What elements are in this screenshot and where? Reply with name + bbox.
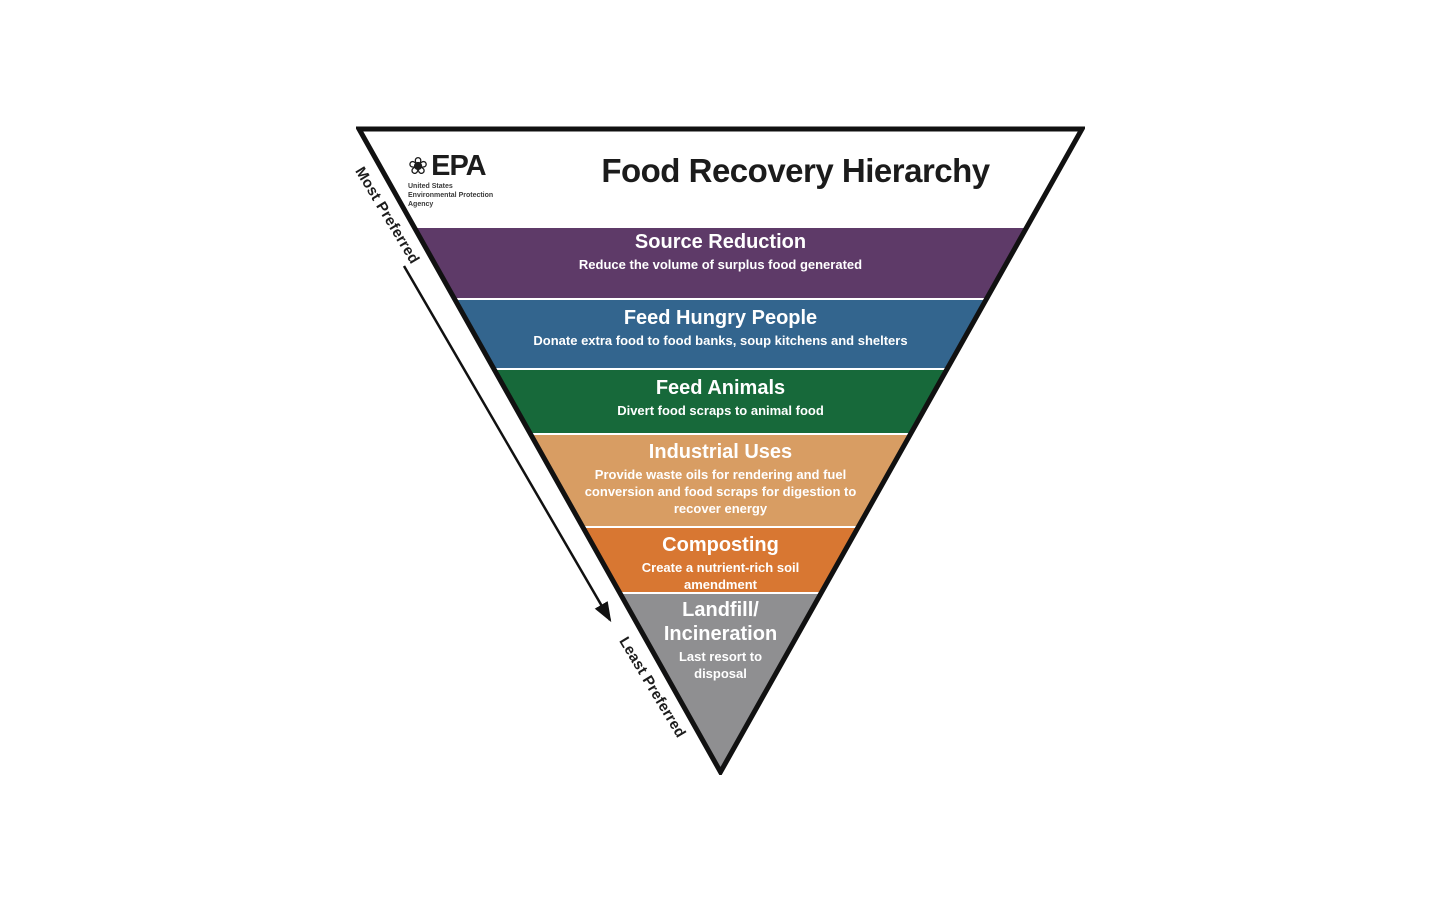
band-shape-title <box>359 129 1082 227</box>
band-label: Feed Animals <box>655 377 786 399</box>
preference-arrow <box>402 265 612 623</box>
epa-tagline-line3: Agency <box>408 200 434 208</box>
food-recovery-pyramid: ❀ EPA United States Environmental Protec… <box>356 126 1085 775</box>
preference-arrow-line <box>402 265 612 623</box>
epa-tagline-line1: United States <box>408 183 453 190</box>
pyramid-outline <box>356 126 1085 775</box>
pyramid-shape <box>356 126 1085 775</box>
band-description: Donate extra food to food banks, soup ki… <box>533 333 908 348</box>
band-description: Provide waste oils for rendering and fue… <box>584 467 857 516</box>
diagram-title: Food Recovery Hierarchy <box>601 152 990 189</box>
epa-tagline-line2: Environmental Protection <box>408 191 494 199</box>
band-industrial-uses: Industrial Uses Provide waste oils for r… <box>356 440 1085 518</box>
band-label: Feed Hungry People <box>623 307 818 329</box>
band-label: Source Reduction <box>634 231 807 253</box>
band-source-reduction: Source Reduction Reduce the volume of su… <box>356 230 1085 274</box>
band-composting: Composting Create a nutrient-rich soil a… <box>356 533 1085 594</box>
band-label: Landfill/ Incineration <box>663 599 778 645</box>
epa-acronym: EPA <box>431 150 486 182</box>
epa-logo: ❀ EPA United States Environmental Protec… <box>408 152 538 209</box>
band-description: Reduce the volume of surplus food genera… <box>578 257 863 272</box>
band-label: Industrial Uses <box>648 441 793 463</box>
band-feed-hungry-people: Feed Hungry People Donate extra food to … <box>356 306 1085 350</box>
band-description: Create a nutrient-rich soil amendment <box>641 560 800 592</box>
epa-flower-icon: ❀ <box>408 152 429 180</box>
band-description: Divert food scraps to animal food <box>617 403 824 418</box>
band-landfill-incineration: Landfill/ Incineration Last resort to di… <box>356 598 1085 683</box>
band-description: Last resort to disposal <box>678 649 763 681</box>
band-label: Composting <box>662 534 779 556</box>
band-feed-animals: Feed Animals Divert food scraps to anima… <box>356 376 1085 420</box>
